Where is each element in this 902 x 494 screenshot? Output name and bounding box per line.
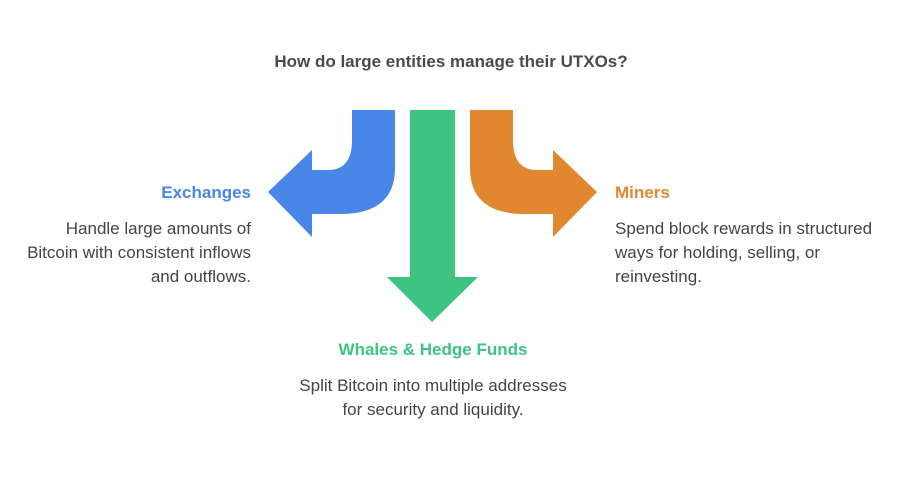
diagram-title: How do large entities manage their UTXOs…: [274, 52, 628, 71]
exchanges-arrow: [268, 110, 395, 237]
exchanges-description: Handle large amounts of Bitcoin with con…: [27, 219, 251, 286]
miners-heading: Miners: [615, 183, 670, 202]
whales-heading: Whales & Hedge Funds: [338, 340, 528, 359]
exchanges-heading: Exchanges: [161, 183, 251, 202]
miners-arrow: [470, 110, 597, 237]
whales-description: Split Bitcoin into multiple addresses fo…: [299, 376, 567, 419]
miners-description: Spend block rewards in structured ways f…: [615, 219, 873, 286]
whales-arrow: [387, 110, 478, 322]
